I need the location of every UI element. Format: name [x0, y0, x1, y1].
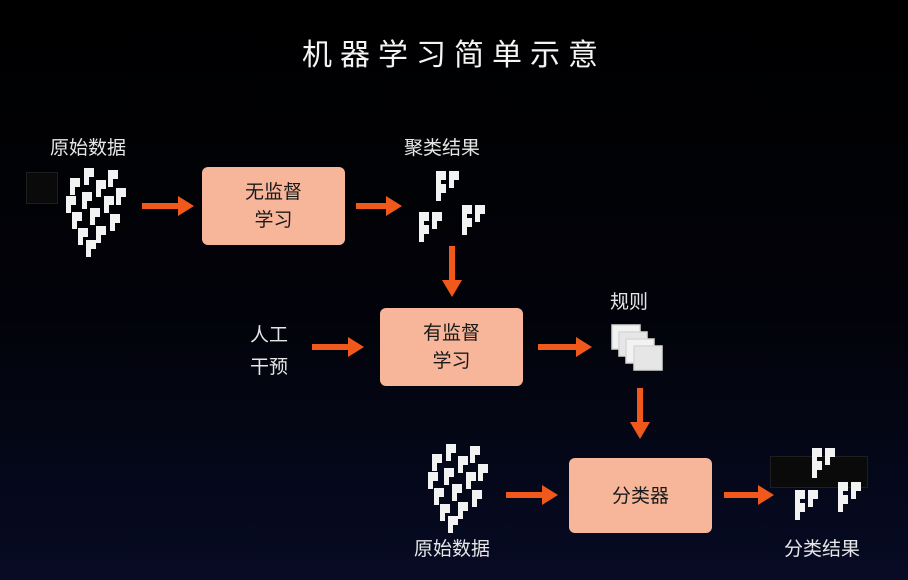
arrow-classifier-to-result	[724, 485, 774, 505]
unsupervised-learning-line1: 无监督	[244, 181, 302, 203]
rules-icon	[611, 324, 663, 371]
arrow-supervised-to-rules	[538, 337, 592, 357]
rules-label: 规则	[610, 291, 649, 313]
arrow-raw-to-unsupervised	[142, 196, 194, 216]
supervised-learning-box: 有监督 学习	[380, 308, 523, 386]
arrow-raw-to-classifier	[506, 485, 558, 505]
human-intervention-label-line2: 干预	[250, 356, 289, 378]
classifier-label: 分类器	[611, 484, 669, 507]
supervised-learning-line2: 学习	[432, 350, 471, 372]
raw-data-label-top: 原始数据	[50, 137, 127, 159]
raw-data-icon-bottom	[428, 444, 488, 533]
classify-result-icon	[795, 448, 861, 520]
raw-data-label-bottom: 原始数据	[414, 538, 491, 560]
supervised-learning-line1: 有监督	[422, 322, 480, 344]
page-title: 机器学习简单示意	[302, 38, 606, 73]
arrow-cluster-to-supervised	[442, 246, 462, 297]
watermark-top-left	[26, 172, 58, 204]
cluster-result-icon-top	[419, 171, 485, 242]
classify-result-label: 分类结果	[784, 538, 861, 560]
arrow-human-to-supervised	[312, 337, 364, 357]
unsupervised-learning-box: 无监督 学习	[202, 167, 345, 245]
unsupervised-learning-line2: 学习	[254, 209, 293, 231]
arrow-rules-to-classifier	[630, 388, 650, 439]
raw-data-icon-top	[66, 168, 126, 257]
cluster-result-label-top: 聚类结果	[404, 137, 481, 159]
classifier-box: 分类器	[569, 458, 712, 533]
human-intervention-label-line1: 人工	[250, 324, 289, 346]
arrow-unsupervised-to-cluster	[356, 196, 402, 216]
